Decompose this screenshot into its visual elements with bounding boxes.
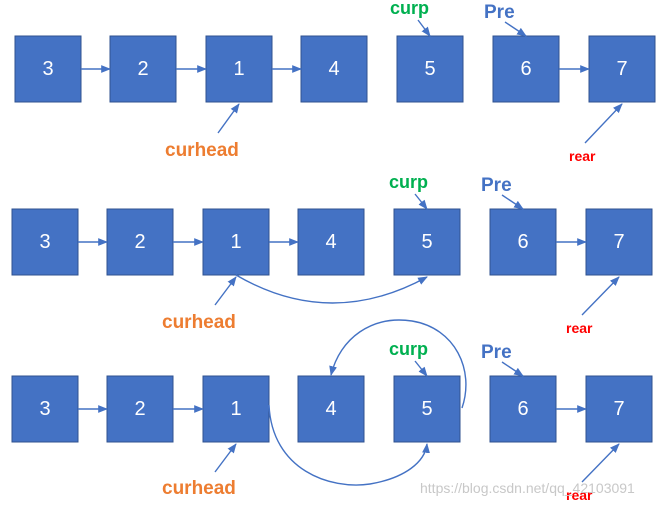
node-r2-7 (585, 208, 653, 276)
row-1: 3 2 1 4 5 6 7 curp Pre curhead rear (14, 0, 656, 164)
pre-pointer (501, 361, 524, 377)
node-r1-4 (300, 35, 368, 103)
node-r3-7 (585, 375, 653, 443)
node-r1-1 (14, 35, 82, 103)
node-r2-6-value: 6 (517, 231, 528, 253)
node-r3-7-value: 7 (613, 398, 624, 420)
node-r1-7 (588, 35, 656, 103)
node-r3-6 (489, 375, 557, 443)
node-r2-4-value: 4 (325, 231, 336, 253)
node-r1-3 (205, 35, 273, 103)
curp-pointer (414, 193, 428, 210)
curp-label: curp (389, 172, 428, 192)
link-r2-1-to-5 (235, 274, 428, 304)
node-r3-1-value: 3 (39, 398, 50, 420)
node-r1-1-value: 3 (42, 58, 53, 80)
node-r1-6-value: 6 (520, 58, 531, 80)
curp-label: curp (389, 339, 428, 359)
rear-label: rear (566, 320, 593, 336)
pre-label: Pre (481, 175, 512, 196)
node-r3-3-value: 1 (230, 398, 241, 420)
row-2: 3 2 1 4 5 6 7 curp Pre curhead rear (11, 172, 653, 336)
node-r3-1 (11, 375, 79, 443)
node-r1-6 (492, 35, 560, 103)
node-r2-2-value: 2 (134, 231, 145, 253)
curp-label: curp (390, 0, 429, 18)
curhead-pointer (214, 276, 237, 306)
node-r3-4 (297, 375, 365, 443)
rear-pointer (581, 276, 620, 316)
pre-pointer (504, 21, 527, 37)
node-r3-2-value: 2 (134, 398, 145, 420)
node-r2-1-value: 3 (39, 231, 50, 253)
node-r2-5-value: 5 (421, 231, 432, 253)
curhead-pointer (214, 443, 237, 473)
curp-pointer (417, 19, 431, 37)
rear-label: rear (566, 487, 593, 503)
pre-label: Pre (481, 342, 512, 363)
node-r2-3 (202, 208, 270, 276)
node-r1-2 (109, 35, 177, 103)
node-r3-2 (106, 375, 174, 443)
curhead-pointer (217, 103, 240, 134)
node-r1-5 (396, 35, 464, 103)
node-r3-4-value: 4 (325, 398, 336, 420)
link-r3-1-to-5 (268, 404, 430, 486)
node-r1-2-value: 2 (137, 58, 148, 80)
row-3: 3 2 1 4 5 6 7 curp Pre curhead rear (11, 319, 653, 503)
node-r3-5-value: 5 (421, 398, 432, 420)
curhead-label: curhead (162, 312, 236, 333)
curhead-label: curhead (162, 478, 236, 499)
node-r2-5 (393, 208, 461, 276)
node-r1-5-value: 5 (424, 58, 435, 80)
watermark: https://blog.csdn.net/qq_42103091 (420, 480, 635, 496)
node-r1-7-value: 7 (616, 58, 627, 80)
node-r1-4-value: 4 (328, 58, 339, 80)
pre-label: Pre (484, 2, 515, 23)
curp-pointer (414, 360, 428, 377)
rear-label: rear (569, 148, 596, 164)
rear-pointer (584, 103, 623, 144)
node-r2-3-value: 1 (230, 231, 241, 253)
node-r3-6-value: 6 (517, 398, 528, 420)
node-r2-6 (489, 208, 557, 276)
node-r3-5 (393, 375, 461, 443)
node-r3-3 (202, 375, 270, 443)
node-r2-2 (106, 208, 174, 276)
curhead-label: curhead (165, 140, 239, 161)
pre-pointer (501, 194, 524, 210)
node-r2-7-value: 7 (613, 231, 624, 253)
rear-pointer (581, 443, 620, 483)
link-r3-5-to-4 (329, 319, 467, 409)
node-r1-3-value: 1 (233, 58, 244, 80)
